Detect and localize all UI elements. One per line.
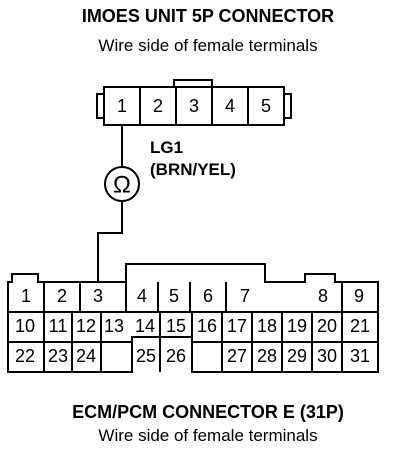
ecm-terminal-4: 4 (137, 286, 147, 306)
top-terminal-2: 2 (153, 96, 163, 116)
ecm-terminal-2: 2 (57, 286, 67, 306)
ecm-terminal-15: 15 (166, 316, 186, 336)
wire-code-label: LG1 (150, 138, 184, 157)
top-terminal-5: 5 (261, 96, 271, 116)
ecm-terminal-9: 9 (354, 286, 364, 306)
bottom-connector-subtitle: Wire side of female terminals (98, 426, 318, 445)
ecm-terminal-31: 31 (350, 346, 370, 366)
bottom-connector-housing (7, 263, 379, 373)
ecm-terminal-17: 17 (227, 316, 247, 336)
ecm-terminal-25: 25 (136, 346, 156, 366)
ecm-terminal-8: 8 (318, 286, 328, 306)
ecm-terminal-13: 13 (104, 316, 124, 336)
ecm-terminal-1: 1 (21, 286, 31, 306)
ecm-terminal-6: 6 (203, 286, 213, 306)
top-connector-lock-tab (173, 79, 213, 88)
wire-color-label: (BRN/YEL) (150, 160, 236, 179)
top-terminal-1: 1 (117, 96, 127, 116)
ecm-terminal-18: 18 (257, 316, 277, 336)
ecm-terminal-22: 22 (15, 346, 35, 366)
ecm-terminal-10: 10 (15, 316, 35, 336)
top-connector-title: IMOES UNIT 5P CONNECTOR (81, 6, 335, 26)
ecm-terminal-30: 30 (317, 346, 337, 366)
top-terminal-4: 4 (225, 96, 235, 116)
ecm-terminal-21: 21 (350, 316, 370, 336)
bottom-connector-title: ECM/PCM CONNECTOR E (31P) (72, 402, 344, 422)
ecm-terminal-5: 5 (169, 286, 179, 306)
ecm-terminal-14: 14 (135, 316, 155, 336)
top-terminal-3: 3 (189, 96, 199, 116)
ohm-glyph: Ω (113, 171, 131, 198)
ecm-terminal-27: 27 (227, 346, 247, 366)
ecm-terminal-19: 19 (287, 316, 307, 336)
top-connector-left-latch (96, 93, 104, 119)
top-connector-right-latch (284, 93, 292, 119)
terminal-dividers (43, 282, 343, 372)
ecm-terminal-3: 3 (93, 286, 103, 306)
ecm-terminal-12: 12 (76, 316, 96, 336)
ecm-terminal-23: 23 (48, 346, 68, 366)
ecm-terminal-26: 26 (166, 346, 186, 366)
ecm-terminal-20: 20 (317, 316, 337, 336)
ecm-terminal-29: 29 (287, 346, 307, 366)
ecm-terminal-24: 24 (76, 346, 96, 366)
ecm-terminal-28: 28 (257, 346, 277, 366)
ecm-terminal-11: 11 (49, 316, 68, 336)
top-connector-subtitle: Wire side of female terminals (98, 36, 318, 55)
wire-lower (97, 201, 123, 283)
ecm-terminal-7: 7 (240, 286, 250, 306)
ecm-terminal-16: 16 (197, 316, 217, 336)
